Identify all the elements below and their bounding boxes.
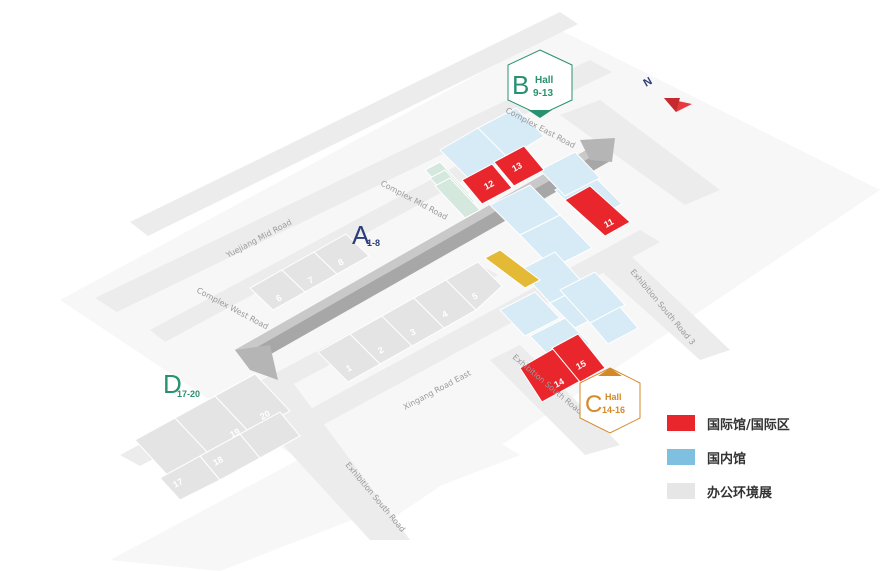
exhibition-south-road-3-strip bbox=[600, 255, 730, 360]
legend-label-domestic: 国内馆 bbox=[707, 451, 747, 467]
legend-label-international: 国际馆/国际区 bbox=[707, 417, 790, 433]
legend-item-international: 国际馆/国际区 bbox=[667, 410, 867, 436]
hall-label-14: 14 bbox=[552, 376, 566, 390]
hall-11 bbox=[564, 185, 631, 237]
zone-a-halls bbox=[249, 233, 503, 383]
hall-label-4: 4 bbox=[440, 309, 449, 320]
yuejiang-mid-road-strip bbox=[130, 12, 578, 236]
legend-swatch-domestic bbox=[667, 449, 695, 465]
hall-label-5: 5 bbox=[470, 291, 479, 302]
zone-d-halls bbox=[134, 373, 301, 501]
hall-label-12: 12 bbox=[482, 178, 496, 192]
zone-b-hall-word: Hall bbox=[535, 75, 554, 86]
hall-label-1: 1 bbox=[344, 363, 353, 374]
zone-c-badge: C Hall 14-16 bbox=[579, 367, 641, 434]
yuejiang-road-band bbox=[95, 60, 612, 312]
hall-label-18: 18 bbox=[211, 454, 225, 468]
hall-label-3: 3 bbox=[408, 327, 417, 338]
hall-block-top-row bbox=[249, 233, 370, 311]
international-halls bbox=[461, 145, 631, 403]
complex-east-road-strip bbox=[560, 100, 720, 205]
hall-label-13: 13 bbox=[510, 160, 524, 174]
zone-c-letter: C bbox=[585, 391, 602, 418]
zone-c-range: 14-16 bbox=[602, 405, 625, 415]
zone-d-range: 17-20 bbox=[177, 389, 200, 399]
hall-label-8: 8 bbox=[336, 257, 345, 268]
legend-swatch-international bbox=[667, 415, 695, 431]
zone-a-range: 1-8 bbox=[367, 238, 380, 248]
zone-c-hall-word: Hall bbox=[605, 392, 622, 402]
zone-b-letter: B bbox=[512, 70, 529, 100]
zone-d-label: D 17-20 bbox=[163, 369, 200, 399]
hall-block-bottom-row bbox=[317, 261, 503, 383]
hall-12 bbox=[461, 163, 513, 205]
hall-label-15: 15 bbox=[574, 358, 588, 372]
hall-label-17: 17 bbox=[171, 476, 185, 490]
hall-label-7: 7 bbox=[306, 275, 315, 286]
hall-label-20: 20 bbox=[258, 408, 272, 422]
hall-15 bbox=[551, 333, 606, 383]
yellow-service-block bbox=[484, 249, 541, 289]
zone-a-label: A 1-8 bbox=[352, 220, 380, 250]
green-striped-hall bbox=[424, 161, 481, 219]
hall-label-6: 6 bbox=[274, 293, 283, 304]
zone-a-letter: A bbox=[352, 220, 370, 250]
hall-label-19: 19 bbox=[228, 426, 242, 440]
hall-label-2: 2 bbox=[376, 345, 385, 356]
legend-label-office: 办公环境展 bbox=[707, 485, 773, 501]
hall-number-labels: 12 13 11 14 15 1 2 3 4 5 6 7 8 17 18 19 … bbox=[171, 160, 615, 490]
zone-c-pointer-icon bbox=[598, 368, 622, 376]
zone-d-letter: D bbox=[163, 369, 182, 399]
legend-item-domestic: 国内馆 bbox=[667, 444, 867, 470]
zone-b-pointer-icon bbox=[528, 110, 552, 118]
zone-b-badge: B Hall 9-13 bbox=[507, 49, 573, 118]
map-legend: 国际馆/国际区 国内馆 办公环境展 bbox=[667, 410, 867, 512]
legend-item-office: 办公环境展 bbox=[667, 478, 867, 504]
hall-13 bbox=[493, 145, 545, 187]
legend-swatch-office bbox=[667, 483, 695, 499]
hall-label-11: 11 bbox=[602, 216, 615, 229]
zone-b-range: 9-13 bbox=[533, 88, 553, 99]
